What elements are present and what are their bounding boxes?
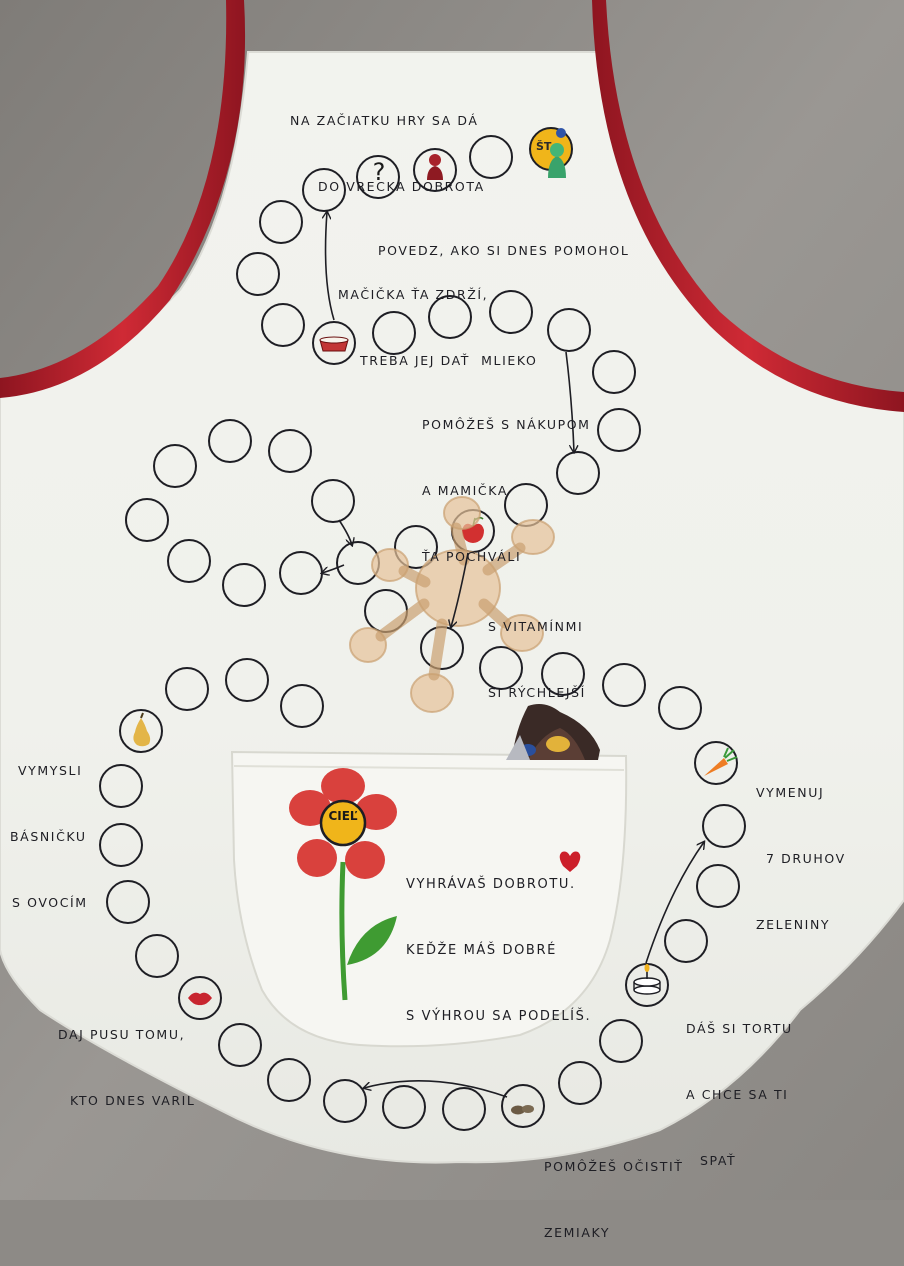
cell-text-potatoes: POMÔŽEŠ OČISTIŤ ZEMIAKY	[544, 1112, 684, 1266]
text-line: VYMYSLI	[18, 763, 83, 778]
board-cell	[106, 880, 150, 924]
cell-text-help: POVEDZ, AKO SI DNES POMOHOL	[378, 196, 629, 284]
board-cell	[165, 667, 209, 711]
cell-text-vitamins: S VITAMÍNMI SI RÝCHLEJŠÍ	[488, 572, 586, 726]
cell-text-kiss: DAJ PUSU TOMU, KTO DNES VARIL	[58, 980, 196, 1134]
flower	[289, 768, 397, 1001]
board-cell	[261, 303, 305, 347]
board-cell	[442, 1087, 486, 1131]
game-piece-green-icon	[548, 128, 566, 178]
carrot-icon	[694, 741, 738, 785]
text-line: VYMENUJ	[756, 785, 825, 800]
goal-center	[319, 799, 367, 847]
text-line: A CHCE SA TI	[686, 1087, 789, 1102]
text-line: TREBA JEJ DAŤ MLIEKO	[360, 353, 538, 368]
board-cell	[311, 479, 355, 523]
text-line: POMÔŽEŠ OČISTIŤ	[544, 1159, 684, 1174]
text-line: S VÝHROU SA PODELÍŠ.	[406, 1009, 592, 1024]
start-label: ŠT	[536, 140, 552, 153]
board-cell	[99, 823, 143, 867]
intro-line: DO VRECKA DOBROTA	[318, 179, 485, 194]
text-line: POVEDZ, AKO SI DNES POMOHOL	[378, 243, 630, 258]
board-cell	[428, 295, 472, 339]
text-line: VYHRÁVAŠ DOBROTU.	[406, 877, 576, 892]
board-cell	[259, 200, 303, 244]
board-cell	[558, 1061, 602, 1105]
text-line: SPAŤ	[700, 1153, 737, 1168]
board-cell	[125, 498, 169, 542]
toy-figure	[349, 496, 555, 713]
board-cell	[394, 525, 438, 569]
board-cell	[602, 663, 646, 707]
pear-icon	[119, 709, 163, 753]
text-line: SI RÝCHLEJŠÍ	[488, 685, 586, 700]
board-cell	[664, 919, 708, 963]
cell-text-cake: DÁŠ SI TORTU A CHCE SA TI SPAŤ	[686, 974, 793, 1194]
board-cell	[167, 539, 211, 583]
goal-text: VYHRÁVAŠ DOBROTU. KEĎŽE MÁŠ DOBRÉ S VÝHR…	[406, 830, 591, 1050]
text-line: DÁŠ SI TORTU	[686, 1021, 793, 1036]
goal-label: CIEĽ	[328, 809, 358, 823]
text-line: DAJ PUSU TOMU,	[58, 1027, 186, 1042]
board-cell	[356, 155, 400, 199]
potato-icon	[501, 1084, 545, 1128]
board-cell	[267, 1058, 311, 1102]
board-cell	[268, 429, 312, 473]
text-line: ZELENINY	[756, 917, 831, 932]
path-arrows	[322, 212, 704, 1098]
intro-text: NA ZAČIATKU HRY SA DÁ DO VRECKA DOBROTA	[290, 66, 485, 220]
cell-text-vegetables: VYMENUJ 7 DRUHOV ZELENINY	[756, 738, 846, 958]
board-cell	[236, 252, 280, 296]
board-cell	[372, 311, 416, 355]
treat-wrappers	[506, 704, 600, 760]
text-line: BÁSNIČKU	[10, 829, 87, 844]
board-cell	[702, 804, 746, 848]
board-cell	[479, 646, 523, 690]
board-cell	[597, 408, 641, 452]
pocket-hem	[233, 765, 625, 771]
board-cell	[225, 658, 269, 702]
text-line: A MAMIČKA	[422, 483, 508, 498]
text-line: POMÔŽEŠ S NÁKUPOM	[422, 417, 591, 432]
board-cell	[208, 419, 252, 463]
text-line: KTO DNES VARIL	[70, 1093, 196, 1108]
heart-icon	[559, 851, 581, 872]
board-cell	[469, 135, 513, 179]
board-cell	[153, 444, 197, 488]
board-cell	[99, 764, 143, 808]
board-cell	[323, 1079, 367, 1123]
cell-text-shopping: POMÔŽEŠ S NÁKUPOM A MAMIČKA ŤA POCHVÁLI	[422, 370, 591, 590]
board-cell	[658, 686, 702, 730]
text-line: S VITAMÍNMI	[488, 619, 584, 634]
board-cell	[280, 684, 324, 728]
text-line: ŤA POCHVÁLI	[422, 549, 522, 564]
text-line: MAČIČKA ŤA ZDRŽÍ,	[338, 287, 489, 302]
text-line: KEĎŽE MÁŠ DOBRÉ	[406, 943, 557, 958]
cell-text-poem: VYMYSLI BÁSNIČKU S OVOCÍM	[10, 716, 88, 936]
question-mark: ?	[372, 158, 386, 186]
lips-icon	[178, 976, 222, 1020]
board-cell	[696, 864, 740, 908]
board-cell	[382, 1085, 426, 1129]
intro-line: NA ZAČIATKU HRY SA DÁ	[290, 113, 479, 128]
text-line: 7 DRUHOV	[766, 851, 846, 866]
board-cell	[135, 934, 179, 978]
board-cell	[489, 290, 533, 334]
game-piece-red-icon	[413, 148, 457, 192]
board-cell	[218, 1023, 262, 1067]
board-cell	[541, 652, 585, 696]
cell-text-cat: MAČIČKA ŤA ZDRŽÍ, TREBA JEJ DAŤ MLIEKO	[338, 240, 537, 394]
cat-bowl-icon	[312, 321, 356, 365]
apron-photo	[0, 0, 904, 1200]
text-line: S OVOCÍM	[12, 895, 88, 910]
board-cell	[547, 308, 591, 352]
text-line: ZEMIAKY	[544, 1225, 611, 1240]
board-cell	[222, 563, 266, 607]
board-cell	[599, 1019, 643, 1063]
board-cell	[592, 350, 636, 394]
cake-icon	[625, 963, 669, 1007]
